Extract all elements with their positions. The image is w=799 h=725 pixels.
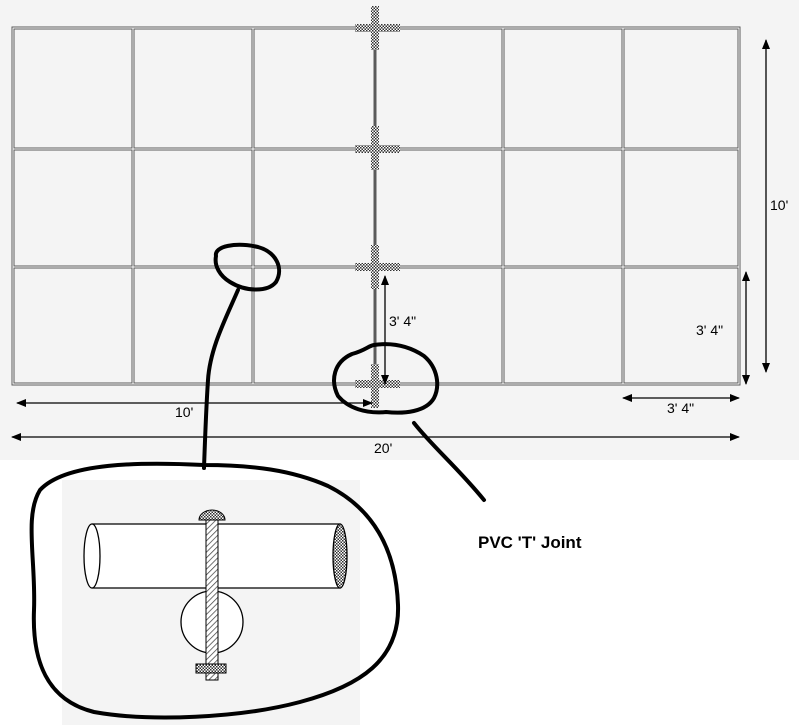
detail-circle xyxy=(29,461,401,720)
half-width-label: 10' xyxy=(175,404,193,420)
t-joint-detail xyxy=(83,509,348,681)
right-row-label: 3' 4" xyxy=(696,322,723,338)
grid-background xyxy=(0,0,799,460)
total-width-label: 20' xyxy=(374,440,392,456)
t-joints xyxy=(355,6,400,408)
callout-connector-line xyxy=(412,421,486,502)
detail-pipe-right-end xyxy=(332,523,348,589)
col-width-label: 3' 4" xyxy=(667,400,694,416)
detail-bolt-nut xyxy=(195,663,227,674)
detail-connector-line xyxy=(202,288,240,470)
height-label: 10' xyxy=(770,197,788,213)
t-joint-circle xyxy=(332,342,440,415)
center-row-label: 3' 4" xyxy=(389,313,416,329)
callout-label: PVC 'T' Joint xyxy=(478,533,582,552)
detail-bolt-shaft xyxy=(205,517,219,681)
detail-bolt-head xyxy=(198,509,226,521)
grid-joint-circle xyxy=(213,242,282,292)
detail-pipe-left-end xyxy=(83,523,101,589)
